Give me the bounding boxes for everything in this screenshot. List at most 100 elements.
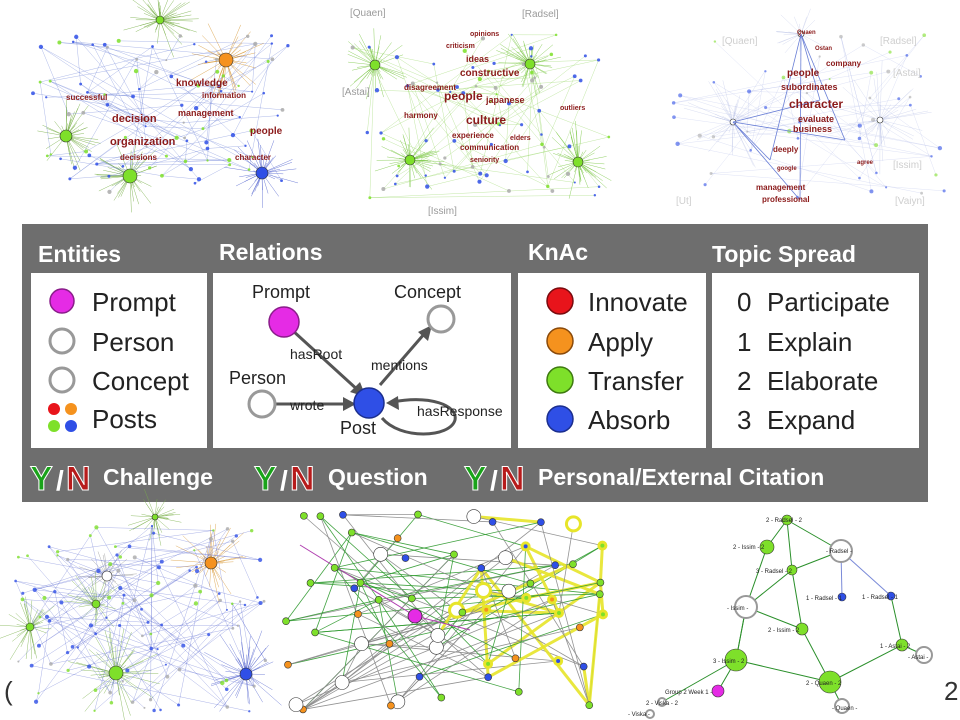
graph-edge xyxy=(726,100,734,123)
graph-concept-word: management xyxy=(178,108,234,118)
graph-node xyxy=(365,130,369,135)
graph-node xyxy=(438,162,442,166)
graph-edge xyxy=(38,620,50,694)
graph-node xyxy=(553,607,564,618)
graph-node xyxy=(165,59,168,62)
graph-node xyxy=(405,84,410,88)
graph-edge xyxy=(143,499,156,518)
graph-node xyxy=(56,554,59,557)
graph-node xyxy=(430,628,446,643)
graph-node xyxy=(597,609,608,620)
graph-node xyxy=(712,80,716,84)
topic-spread-title: Topic Spread xyxy=(712,241,856,267)
graph-edge xyxy=(115,546,261,561)
graph-edge xyxy=(395,166,473,185)
graph-node xyxy=(132,555,137,560)
graph-edge xyxy=(92,570,119,605)
graph-edge xyxy=(713,82,887,188)
graph-edge xyxy=(213,530,228,610)
question-yes-flag: Y xyxy=(254,460,277,498)
graph-edge xyxy=(127,593,220,671)
post-orange-icon xyxy=(65,403,77,415)
graph-node xyxy=(37,692,40,695)
graph-concept-word: harmony xyxy=(404,111,438,120)
graph-edge xyxy=(80,83,146,127)
graph-edge xyxy=(374,64,405,80)
graph-edge xyxy=(673,78,830,104)
graph-node xyxy=(546,175,550,178)
graph-node xyxy=(238,115,241,119)
graph-concept-word: people xyxy=(787,68,820,79)
knac-transfer-label: Transfer xyxy=(588,366,684,396)
graph-edge xyxy=(352,47,438,83)
graph-edge xyxy=(48,546,93,605)
graph-edge xyxy=(677,51,891,145)
post-red-icon xyxy=(48,403,60,415)
graph-edge xyxy=(380,553,457,611)
graph-edge xyxy=(419,613,604,678)
graph-node xyxy=(537,518,545,526)
graph-edge xyxy=(161,45,289,176)
graph-edge xyxy=(487,581,602,666)
graph-edge xyxy=(170,559,212,564)
graph-edge xyxy=(444,86,542,159)
graph-node xyxy=(105,45,109,49)
graph-edge xyxy=(104,85,199,95)
graph-edge xyxy=(352,47,434,65)
graph-edge xyxy=(869,97,941,149)
graph-node xyxy=(597,185,601,188)
graph-node xyxy=(711,135,716,139)
graph-node xyxy=(230,539,235,543)
graph-hub-node xyxy=(255,166,269,180)
graph-edge xyxy=(454,140,548,187)
graph-node xyxy=(410,81,415,86)
graph-edge xyxy=(251,43,256,92)
graph-concept-word: experience xyxy=(452,131,494,140)
graph-node xyxy=(116,38,121,43)
graph-edge xyxy=(50,80,191,170)
graph-edge xyxy=(677,143,922,194)
graph-node xyxy=(381,137,386,141)
graph-node xyxy=(597,58,601,62)
graph-edge xyxy=(40,46,177,138)
graph-node xyxy=(498,124,502,127)
graph-node xyxy=(224,687,229,692)
relations-person-node xyxy=(247,389,277,419)
graph-node xyxy=(477,179,482,184)
graph-edge xyxy=(40,46,282,181)
graph-edge xyxy=(119,625,228,708)
graph-edge xyxy=(828,119,881,135)
graph-node xyxy=(565,171,571,176)
graph-edge xyxy=(863,44,921,77)
graph-edge xyxy=(128,46,153,175)
graph-edge xyxy=(153,532,261,561)
graph-edge xyxy=(122,75,224,167)
graph-node xyxy=(547,594,558,605)
graph-node xyxy=(579,662,588,671)
node-label: 3 - Radsel - 2 xyxy=(756,569,793,575)
graph-edge xyxy=(711,173,945,192)
node-label: - Issim - xyxy=(727,606,748,612)
graph-concept-word: google xyxy=(777,166,797,172)
graph-edge xyxy=(159,0,169,21)
graph-edge xyxy=(96,116,240,165)
graph-edge xyxy=(436,567,483,637)
graph-node xyxy=(84,149,89,154)
graph-node xyxy=(724,648,748,672)
graph-edge xyxy=(840,36,877,173)
graph-edge xyxy=(179,669,255,687)
graph-concept-word: criticism xyxy=(446,43,475,50)
graph-node xyxy=(218,598,222,603)
graph-edge xyxy=(115,672,131,716)
graph-edge xyxy=(22,563,111,594)
graph-edge xyxy=(161,175,199,180)
graph-edge xyxy=(130,515,156,518)
graph-node xyxy=(488,518,497,526)
graph-edge xyxy=(57,555,239,626)
graph-node xyxy=(156,565,161,570)
graph-edge xyxy=(50,43,256,82)
graph-edge xyxy=(505,103,510,161)
citation-label: Personal/External Citation xyxy=(538,464,824,490)
bottom-middle-network-graph xyxy=(282,509,608,714)
graph-concept-word: Ostan xyxy=(815,46,832,52)
